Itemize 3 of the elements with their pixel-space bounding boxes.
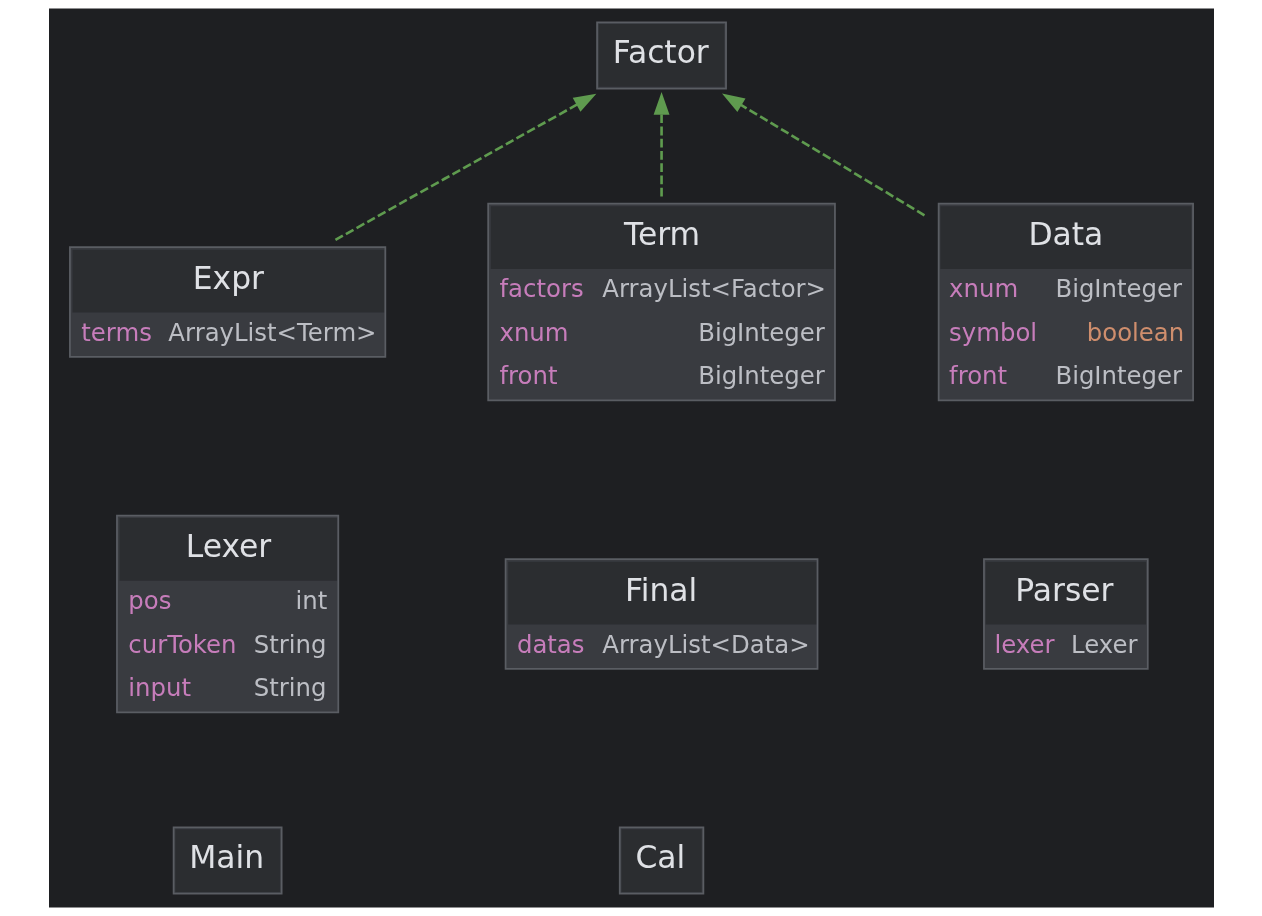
arrow bbox=[334, 93, 596, 241]
arrow bbox=[721, 93, 925, 217]
arrow bbox=[653, 92, 669, 197]
